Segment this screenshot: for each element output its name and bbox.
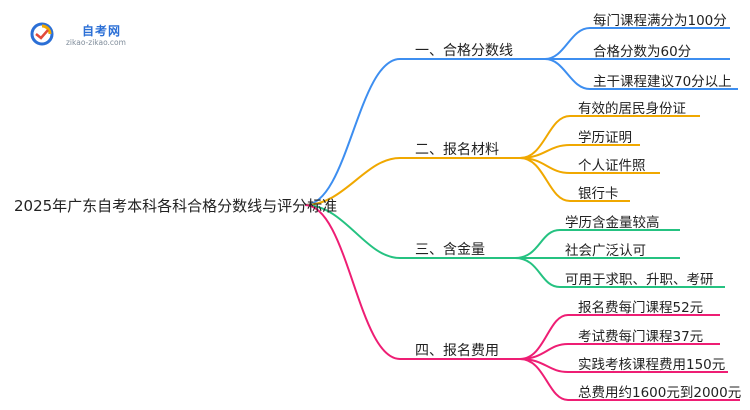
leaf-id-photo: 个人证件照 xyxy=(578,158,646,174)
branch-registration-materials: 二、报名材料 xyxy=(415,142,499,158)
connector-b1-leaf-1 xyxy=(544,27,730,60)
leaf-high-value: 学历含金量较高 xyxy=(565,215,660,231)
connector-root-branch-3 xyxy=(304,204,515,259)
leaf-registration-fee: 报名费每门课程52元 xyxy=(578,300,704,316)
logo-mark-icon xyxy=(30,22,54,46)
leaf-full-score: 每门课程满分为100分 xyxy=(593,13,727,29)
leaf-career-use: 可用于求职、升职、考研 xyxy=(565,272,714,288)
connector-root-branch-2 xyxy=(304,157,520,206)
leaf-exam-fee: 考试费每门课程37元 xyxy=(578,329,704,345)
connector-b3-leaf-3 xyxy=(514,257,725,288)
connector-b2-leaf-4 xyxy=(519,157,630,202)
leaf-education-proof: 学历证明 xyxy=(578,130,632,146)
branch-value: 三、含金量 xyxy=(415,242,485,258)
logo-name: 自考网 xyxy=(82,24,122,38)
leaf-passing-score: 合格分数为60分 xyxy=(593,44,692,60)
leaf-core-course-score: 主干课程建议70分以上 xyxy=(593,74,732,90)
leaf-widely-recognized: 社会广泛认可 xyxy=(565,243,646,259)
connector-b1-leaf-3 xyxy=(544,58,738,90)
leaf-bank-card: 银行卡 xyxy=(578,186,619,202)
branch-registration-fees: 四、报名费用 xyxy=(415,343,499,359)
connector-root-branch-4 xyxy=(304,204,520,360)
mindmap-root: 2025年广东自考本科各科合格分数线与评分标准 xyxy=(14,197,338,215)
leaf-id-card: 有效的居民身份证 xyxy=(578,101,686,117)
connector-root-branch-1 xyxy=(304,58,545,206)
connector-b4-leaf-1 xyxy=(519,314,720,360)
leaf-total-fee: 总费用约1600元到2000元 xyxy=(578,385,742,401)
leaf-practice-fee: 实践考核课程费用150元 xyxy=(578,357,726,373)
logo-url: zikao-zikao.com xyxy=(66,38,126,47)
site-logo: 自考网 zikao-zikao.com xyxy=(30,20,140,48)
connector-b2-leaf-1 xyxy=(519,115,700,159)
branch-passing-score: 一、合格分数线 xyxy=(415,43,513,59)
connector-b4-leaf-4 xyxy=(519,358,740,401)
